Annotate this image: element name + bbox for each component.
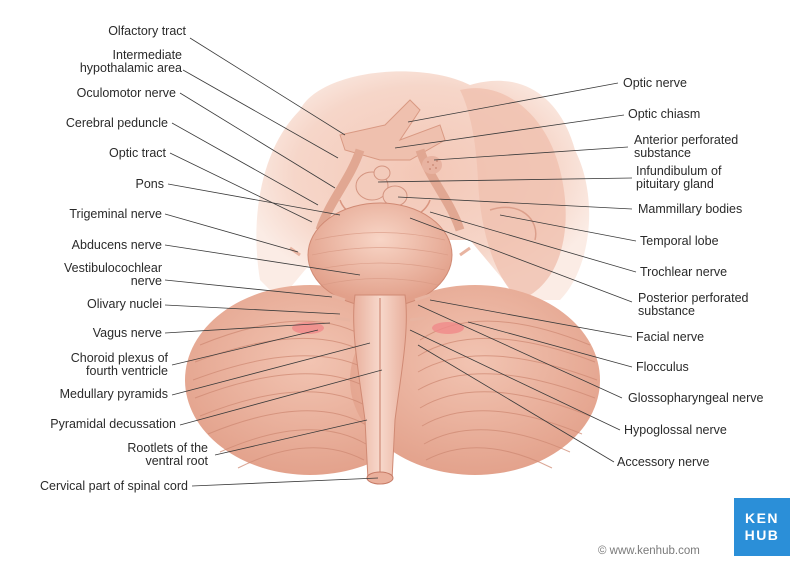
label-optic-chiasm: Optic chiasm [628, 107, 701, 121]
label-trochlear-nerve: Trochlear nerve [640, 265, 728, 279]
label-cerebral-peduncle: Cerebral peduncle [65, 116, 168, 130]
label-trigeminal-nerve: Trigeminal nerve [69, 207, 162, 221]
label-optic-tract: Optic tract [109, 146, 166, 160]
label-medullary-pyramids: Medullary pyramids [59, 387, 168, 401]
label-oculomotor-nerve: Oculomotor nerve [76, 86, 176, 100]
copyright-text: © www.kenhub.com [598, 545, 700, 557]
cranial-nerve-stubs [289, 246, 471, 322]
label-mammillary-bodies: Mammillary bodies [638, 202, 743, 216]
label-pyramidal-decussation: Pyramidal decussation [50, 417, 176, 431]
label-accessory-nerve: Accessory nerve [617, 455, 710, 469]
label-facial-nerve: Facial nerve [636, 330, 705, 344]
label-cervical-spinal-cord: Cervical part of spinal cord [40, 479, 188, 493]
label-flocculus: Flocculus [636, 360, 689, 374]
spinal-cord-section [366, 471, 394, 485]
kenhub-logo: KEN HUB [734, 498, 790, 556]
label-abducens-nerve: Abducens nerve [71, 238, 162, 252]
pons-striations [311, 232, 449, 286]
label-optic-nerve: Optic nerve [623, 76, 687, 90]
logo-line-2: HUB [744, 527, 780, 543]
logo-line-1: KEN [744, 510, 780, 526]
label-vagus-nerve: Vagus nerve [92, 326, 162, 340]
label-olivary-nuclei: Olivary nuclei [86, 297, 162, 311]
label-temporal-lobe: Temporal lobe [640, 234, 719, 248]
leader-lines [164, 37, 637, 487]
cerebrum-background [256, 71, 590, 300]
label-glossopharyngeal-nerve: Glossopharyngeal nerve [628, 391, 764, 405]
label-pons: Pons [135, 177, 165, 191]
optic-structures [315, 99, 465, 232]
label-olfactory-tract: Olfactory tract [108, 24, 186, 38]
label-hypoglossal-nerve: Hypoglossal nerve [624, 423, 727, 437]
